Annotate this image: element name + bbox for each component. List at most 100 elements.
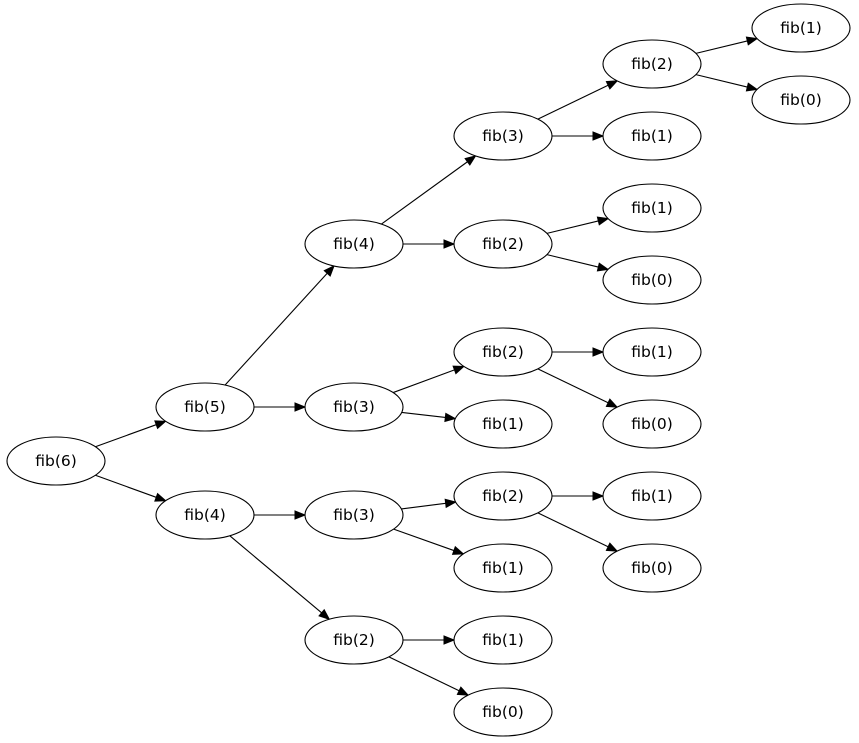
tree-node-n12: fib(1) xyxy=(453,543,553,593)
edge-n15-n23 xyxy=(695,36,759,54)
node-label: fib(3) xyxy=(482,127,524,145)
edge-n9-n19 xyxy=(552,347,605,357)
arrowhead-icon xyxy=(745,36,759,46)
edge-n15-n24 xyxy=(695,74,759,92)
arrowhead-icon xyxy=(444,412,457,423)
node-label: fib(1) xyxy=(631,343,673,361)
node-label: fib(0) xyxy=(780,91,822,109)
node-ellipse xyxy=(304,382,404,432)
arrowhead-icon xyxy=(443,635,456,645)
arrowhead-icon xyxy=(452,365,466,375)
tree-node-n18: fib(0) xyxy=(602,255,702,305)
edges-layer xyxy=(95,36,759,696)
node-ellipse xyxy=(155,382,255,432)
node-ellipse xyxy=(602,543,702,593)
node-label: fib(0) xyxy=(631,415,673,433)
node-label: fib(0) xyxy=(482,703,524,721)
edge-line xyxy=(537,368,609,404)
edge-n11-n21 xyxy=(552,491,605,501)
edge-n1-n3 xyxy=(224,264,335,386)
edge-n2-n6 xyxy=(229,535,331,621)
node-label: fib(4) xyxy=(333,235,375,253)
tree-node-n1: fib(5) xyxy=(155,382,255,432)
arrowhead-icon xyxy=(294,510,307,520)
arrowhead-icon xyxy=(154,492,167,502)
node-ellipse xyxy=(304,490,404,540)
edge-n3-n8 xyxy=(403,239,456,249)
node-ellipse xyxy=(453,399,553,449)
node-label: fib(2) xyxy=(482,487,524,505)
node-ellipse xyxy=(453,219,553,269)
edge-n8-n18 xyxy=(546,254,610,272)
node-ellipse xyxy=(602,327,702,377)
arrowhead-icon xyxy=(596,262,610,272)
arrowhead-icon xyxy=(444,498,457,509)
tree-node-n2: fib(4) xyxy=(155,490,255,540)
edge-n6-n14 xyxy=(388,656,470,696)
node-label: fib(3) xyxy=(333,506,375,524)
node-label: fib(0) xyxy=(631,271,673,289)
node-ellipse xyxy=(453,687,553,737)
tree-node-n4: fib(3) xyxy=(304,382,404,432)
edge-line xyxy=(392,369,455,394)
node-label: fib(5) xyxy=(184,398,226,416)
edge-line xyxy=(546,254,599,268)
edge-n5-n12 xyxy=(393,528,465,555)
tree-node-n8: fib(2) xyxy=(453,219,553,269)
node-label: fib(1) xyxy=(631,199,673,217)
edge-n9-n20 xyxy=(537,368,619,408)
node-label: fib(1) xyxy=(780,19,822,37)
node-ellipse xyxy=(751,75,851,125)
tree-node-n14: fib(0) xyxy=(453,687,553,737)
node-ellipse xyxy=(751,3,851,53)
node-ellipse xyxy=(6,436,106,486)
edge-n5-n11 xyxy=(401,498,457,510)
node-ellipse xyxy=(602,471,702,521)
tree-node-n6: fib(2) xyxy=(304,615,404,665)
arrowhead-icon xyxy=(605,398,619,408)
tree-node-n21: fib(1) xyxy=(602,471,702,521)
nodes-layer: fib(6) fib(5) fib(4) fib(4) fib(3) fib(3) fib(… xyxy=(6,3,851,737)
node-label: fib(1) xyxy=(482,631,524,649)
node-ellipse xyxy=(602,183,702,233)
arrowhead-icon xyxy=(605,542,619,552)
edge-n0-n1 xyxy=(95,420,167,448)
arrowhead-icon xyxy=(318,608,331,621)
edge-line xyxy=(537,84,609,120)
edge-line xyxy=(95,424,157,448)
node-ellipse xyxy=(602,255,702,305)
node-ellipse xyxy=(304,219,404,269)
node-label: fib(1) xyxy=(631,127,673,145)
node-label: fib(0) xyxy=(631,559,673,577)
node-label: fib(6) xyxy=(35,452,77,470)
node-ellipse xyxy=(304,615,404,665)
edge-n8-n17 xyxy=(546,216,610,234)
node-ellipse xyxy=(602,111,702,161)
tree-node-n23: fib(1) xyxy=(751,3,851,53)
tree-node-n11: fib(2) xyxy=(453,471,553,521)
tree-node-n7: fib(3) xyxy=(453,111,553,161)
arrowhead-icon xyxy=(605,80,619,90)
arrowhead-icon xyxy=(592,131,605,141)
tree-node-n17: fib(1) xyxy=(602,183,702,233)
node-label: fib(4) xyxy=(184,506,226,524)
arrowhead-icon xyxy=(596,216,610,226)
node-ellipse xyxy=(602,399,702,449)
node-label: fib(1) xyxy=(631,487,673,505)
edge-n3-n7 xyxy=(381,155,477,225)
tree-node-n10: fib(1) xyxy=(453,399,553,449)
node-label: fib(1) xyxy=(482,559,524,577)
edge-n11-n22 xyxy=(537,512,619,552)
node-ellipse xyxy=(453,111,553,161)
tree-node-n0: fib(6) xyxy=(6,436,106,486)
edge-n4-n10 xyxy=(401,411,457,423)
edge-line xyxy=(401,411,446,418)
edge-line xyxy=(695,74,748,88)
edge-n7-n16 xyxy=(552,131,605,141)
node-ellipse xyxy=(155,490,255,540)
node-label: fib(2) xyxy=(482,343,524,361)
edge-n1-n4 xyxy=(254,402,307,412)
tree-node-n22: fib(0) xyxy=(602,543,702,593)
